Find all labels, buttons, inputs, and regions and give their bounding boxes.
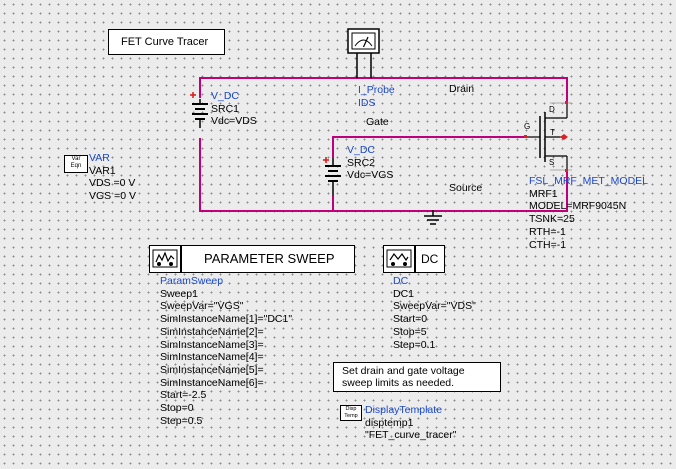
dc-labels: DC DC1 SweepVar="VDS" Start=0 Stop=5 Ste…	[393, 275, 476, 351]
dc-title: DC	[421, 252, 439, 266]
voltage-source-src2[interactable]	[319, 146, 349, 202]
voltage-source-src1[interactable]	[186, 86, 216, 142]
fet-pin-s: S	[549, 158, 555, 167]
src2-name: SRC2	[347, 156, 376, 169]
fet-rth: RTH=-1	[529, 225, 566, 238]
src2-wire-lower[interactable]	[332, 196, 334, 211]
var-vgs: VGS =0 V	[89, 190, 136, 203]
param-sweep-name: Sweep1	[160, 287, 198, 300]
fet-cth: CTH=-1	[529, 238, 567, 251]
display-template-labels: DisplayTemplate disptemp1 "FET_curve_tra…	[365, 404, 456, 442]
note-box[interactable]: Set drain and gate voltage sweep limits …	[333, 362, 501, 392]
display-template-icon[interactable]: Disp Temp	[340, 405, 362, 421]
param-sweep-step: Step=0.5	[160, 414, 203, 427]
current-probe[interactable]	[347, 28, 381, 82]
net-label-drain: Drain	[449, 83, 475, 95]
source-wire-bottom[interactable]	[199, 210, 567, 212]
note-line-1: Set drain and gate voltage	[342, 365, 465, 377]
dc-sim-block[interactable]: DC	[383, 245, 445, 273]
sim-instance-2: SimInstanceName[2]=	[160, 325, 264, 338]
dc-sim-icon	[383, 245, 415, 273]
sim-instance-5: SimInstanceName[5]=	[160, 363, 264, 376]
src2-labels: V_DC SRC2 Vdc=VGS	[347, 144, 393, 182]
sim-instance-1: SimInstanceName[1]="DC1"	[160, 313, 293, 326]
net-label-source: Source	[449, 182, 483, 194]
fet-labels: FSL_MRF_MET_MODEL MRF1 MODEL=MRF9045N TS…	[529, 175, 648, 251]
param-sweep-var: SweepVar="VGS"	[160, 300, 244, 313]
src2-type: V_DC	[347, 144, 376, 156]
fet-transistor[interactable]	[524, 98, 572, 176]
src1-name: SRC1	[211, 102, 240, 115]
var-icon-line1: Var	[71, 156, 81, 162]
var-icon-line2: Eqn	[70, 163, 82, 169]
schematic-title: FET Curve Tracer	[121, 36, 209, 48]
var-type: VAR	[89, 152, 110, 164]
var-name: VAR1	[89, 164, 116, 177]
iprobe-name: IDS	[358, 97, 376, 109]
display-name: disptemp1	[365, 416, 414, 429]
iprobe-type: I_Probe	[358, 84, 395, 96]
mosfet-icon	[524, 101, 572, 172]
sim-instance-4: SimInstanceName[4]=	[160, 351, 264, 364]
schematic-title-box[interactable]: FET Curve Tracer	[108, 29, 225, 55]
fet-pin-g: G	[524, 122, 531, 131]
dc-banner: DC	[415, 245, 445, 273]
fet-model: MODEL=MRF9045N	[529, 200, 627, 213]
drain-wire-right[interactable]	[566, 77, 568, 103]
dc-start: Start=0	[393, 313, 428, 326]
dc-name: DC1	[393, 287, 415, 300]
net-label-gate: Gate	[366, 116, 389, 128]
param-sweep-block[interactable]: PARAMETER SWEEP	[149, 245, 356, 273]
src1-type: V_DC	[211, 90, 240, 102]
src2-param: Vdc=VGS	[347, 169, 394, 182]
gate-wire-top[interactable]	[332, 136, 526, 138]
sweep-icon	[149, 245, 181, 273]
fet-pin-d: D	[549, 105, 555, 114]
source-wire-right[interactable]	[566, 170, 568, 212]
var-vds: VDS =0 V	[89, 177, 136, 190]
sim-instance-6: SimInstanceName[6]=	[160, 376, 264, 389]
param-sweep-banner: PARAMETER SWEEP	[181, 245, 355, 273]
dc-step: Step=0.1	[393, 338, 436, 351]
src1-wire-lower[interactable]	[199, 138, 201, 212]
ground-symbol[interactable]	[422, 210, 444, 228]
param-sweep-labels: ParamSweep Sweep1 SweepVar="VGS" SimInst…	[160, 275, 292, 427]
fet-pin-t: T	[550, 128, 555, 137]
display-value: "FET_curve_tracer"	[365, 429, 457, 442]
src2-wire-upper[interactable]	[332, 136, 334, 158]
dc-type: DC	[393, 275, 409, 287]
disp-icon-line2: Temp	[344, 412, 358, 419]
disp-icon-line1: Disp	[345, 406, 357, 412]
note-line-2: sweep limits as needed.	[342, 377, 455, 389]
param-sweep-stop: Stop=0	[160, 402, 194, 415]
param-sweep-type: ParamSweep	[160, 275, 224, 287]
fet-name: MRF1	[529, 187, 558, 200]
sim-instance-3: SimInstanceName[3]=	[160, 338, 264, 351]
drain-wire-top[interactable]	[199, 77, 568, 79]
fet-type: FSL_MRF_MET_MODEL	[529, 175, 649, 187]
dc-source-icon	[323, 157, 341, 196]
param-sweep-title: PARAMETER SWEEP	[204, 251, 335, 266]
src1-wire-upper[interactable]	[199, 77, 201, 98]
ground-icon	[424, 210, 442, 225]
dc-stop: Stop=5	[393, 325, 427, 338]
dc-sweepvar: SweepVar="VDS"	[393, 300, 476, 313]
dc-source-icon	[190, 92, 208, 128]
var-labels: VAR VAR1 VDS =0 V VGS =0 V	[89, 152, 136, 203]
var-block-icon[interactable]: Var Eqn	[64, 155, 88, 173]
ammeter-icon	[347, 28, 380, 78]
fet-tsnk: TSNK=25	[529, 213, 575, 226]
src1-labels: V_DC SRC1 Vdc=VDS	[211, 90, 257, 128]
display-type: DisplayTemplate	[365, 404, 443, 416]
param-sweep-start: Start=-2.5	[160, 389, 207, 402]
src1-param: Vdc=VDS	[211, 115, 257, 128]
